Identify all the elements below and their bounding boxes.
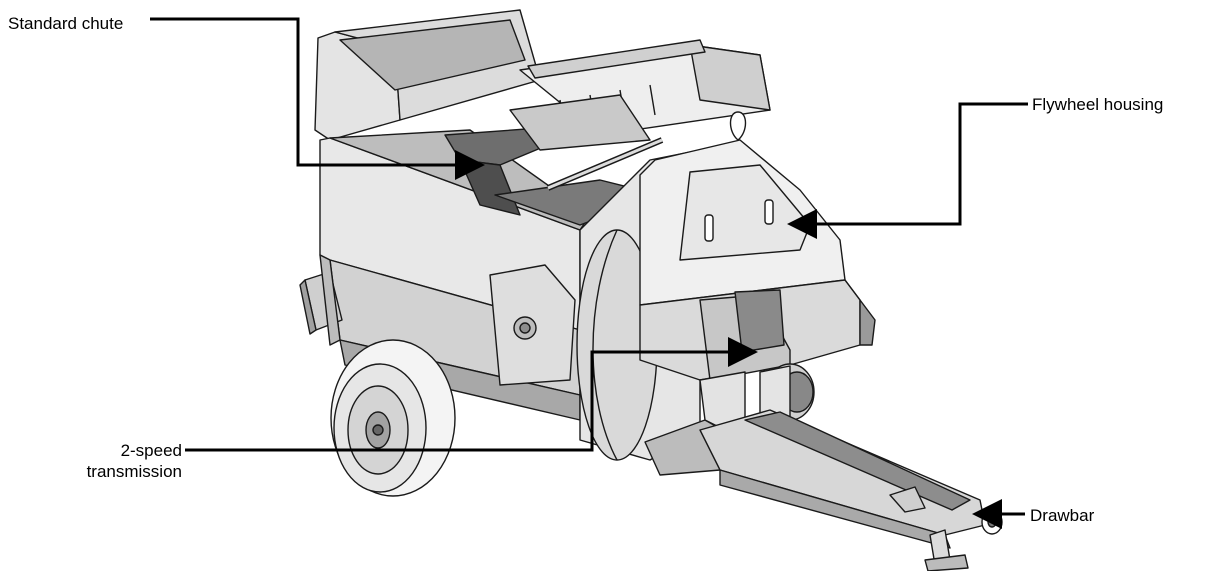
leader-lines (150, 17, 1028, 529)
standard-chute-leader (150, 17, 485, 180)
flywheel-housing-label: Flywheel housing (1032, 95, 1164, 114)
drawbar-label: Drawbar (1030, 506, 1095, 525)
machine-body (299, 9, 1003, 571)
standard-chute-label: Standard chute (8, 14, 124, 33)
transmission-label-line1: 2-speed (120, 441, 182, 460)
transmission-leader (185, 337, 758, 452)
transmission-label-line2: transmission (86, 462, 182, 481)
flywheel-housing-leader (787, 102, 1028, 239)
transmission-label: 2-speed transmission (30, 440, 182, 482)
